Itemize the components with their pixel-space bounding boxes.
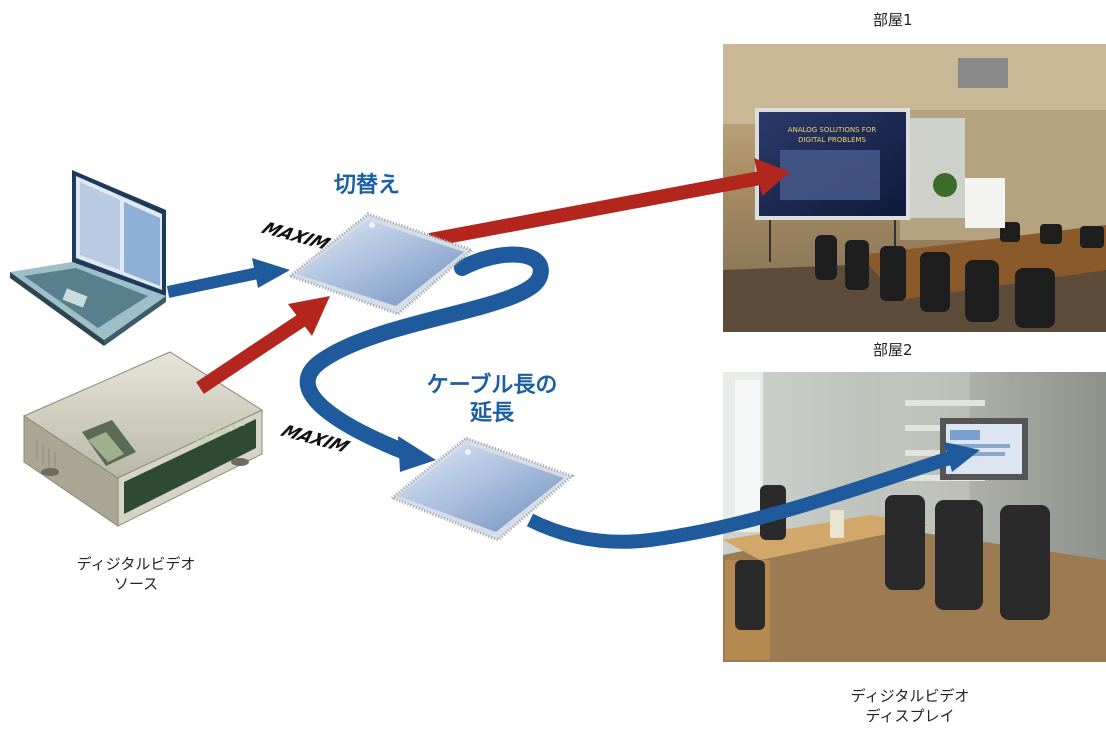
switching-label: 切替え	[334, 173, 401, 198]
source-label-line1: ディジタルビデオ	[76, 555, 196, 573]
screen-text-2: DIGITAL PROBLEMS	[798, 136, 866, 144]
chip1-logo: MAXIM	[257, 220, 333, 254]
screen-text-1: ANALOG SOLUTIONS FOR	[788, 126, 877, 134]
display-label-line1: ディジタルビデオ	[850, 687, 970, 705]
maxim-chip-switch: MAXIM	[257, 212, 475, 316]
room2-label: 部屋2	[873, 341, 913, 359]
arrow-switch-to-room1	[428, 158, 790, 247]
room1-label: 部屋1	[873, 11, 913, 29]
display-label-line2: ディスプレイ	[865, 707, 955, 725]
arrow-dvd-to-switch	[196, 296, 330, 394]
display-label: ディジタルビデオ ディスプレイ	[830, 686, 990, 726]
cable-extension-line2: 延長	[469, 401, 514, 426]
maxim-chip-extender: MAXIM	[277, 423, 575, 542]
source-label: ディジタルビデオ ソース	[56, 554, 216, 594]
laptop-icon	[10, 170, 166, 346]
cable-extension-line1: ケーブル長の	[426, 373, 558, 398]
cable-extension-label: ケーブル長の 延長	[412, 372, 572, 428]
arrow-to-room2-display	[526, 442, 980, 549]
room1-photo: ANALOG SOLUTIONS FOR DIGITAL PROBLEMS	[723, 44, 1106, 332]
source-label-line2: ソース	[113, 575, 159, 593]
arrow-cable-extension	[299, 246, 549, 472]
arrow-laptop-to-switch	[166, 258, 290, 298]
